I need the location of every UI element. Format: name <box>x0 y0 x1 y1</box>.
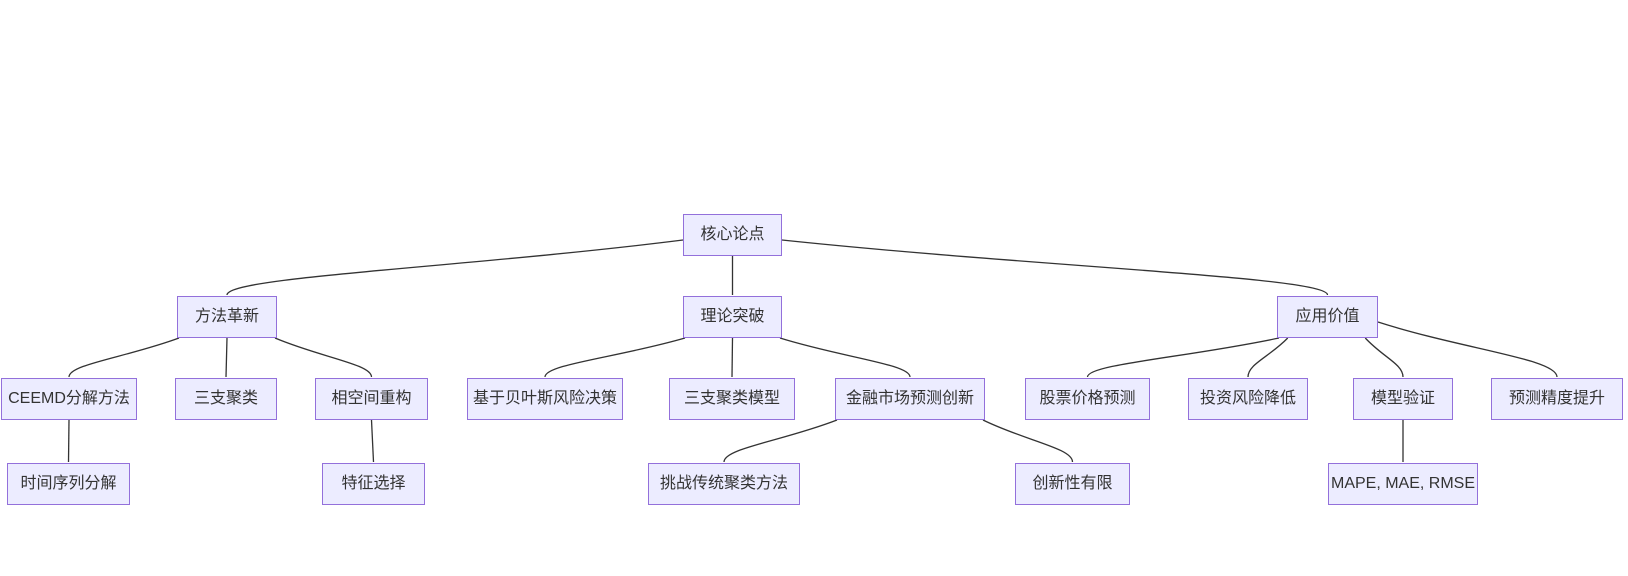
edge-method-ceemd <box>68 337 180 378</box>
node-phasespace: 相空间重构 <box>315 378 428 420</box>
node-ceemd: CEEMD分解方法 <box>1 378 137 420</box>
edge-application-validation <box>1364 337 1404 378</box>
node-stock: 股票价格预测 <box>1025 378 1150 420</box>
node-risk: 投资风险降低 <box>1188 378 1308 420</box>
node-theory: 理论突破 <box>683 296 782 338</box>
edge-method-phasespace <box>274 337 373 378</box>
node-validation: 模型验证 <box>1353 378 1453 420</box>
edge-root-application <box>781 239 1329 296</box>
edge-application-stock <box>1086 337 1280 378</box>
node-finance: 金融市场预测创新 <box>835 378 985 420</box>
edge-phasespace-feature <box>370 419 375 463</box>
edge-finance-challenge <box>723 419 838 463</box>
node-accuracy: 预测精度提升 <box>1491 378 1623 420</box>
edge-theory-threewaymodel <box>731 337 734 378</box>
node-method: 方法革新 <box>177 296 277 338</box>
node-challenge: 挑战传统聚类方法 <box>648 463 800 505</box>
edge-root-method <box>226 239 684 296</box>
edge-finance-limited <box>982 419 1074 463</box>
node-mape: MAPE, MAE, RMSE <box>1328 463 1478 505</box>
node-limited: 创新性有限 <box>1015 463 1130 505</box>
edge-ceemd-timeseries <box>67 419 70 463</box>
edge-application-accuracy <box>1377 321 1558 378</box>
node-timeseries: 时间序列分解 <box>7 463 130 505</box>
edge-theory-bayes <box>544 337 686 378</box>
node-root: 核心论点 <box>683 214 782 256</box>
node-threewaymodel: 三支聚类模型 <box>669 378 795 420</box>
node-feature: 特征选择 <box>322 463 425 505</box>
node-bayes: 基于贝叶斯风险决策 <box>467 378 623 420</box>
node-application: 应用价值 <box>1277 296 1378 338</box>
edge-method-threeway <box>225 337 228 378</box>
edge-application-risk <box>1247 337 1289 378</box>
edge-group <box>67 239 1558 463</box>
node-threeway: 三支聚类 <box>175 378 277 420</box>
edge-theory-finance <box>779 337 911 378</box>
